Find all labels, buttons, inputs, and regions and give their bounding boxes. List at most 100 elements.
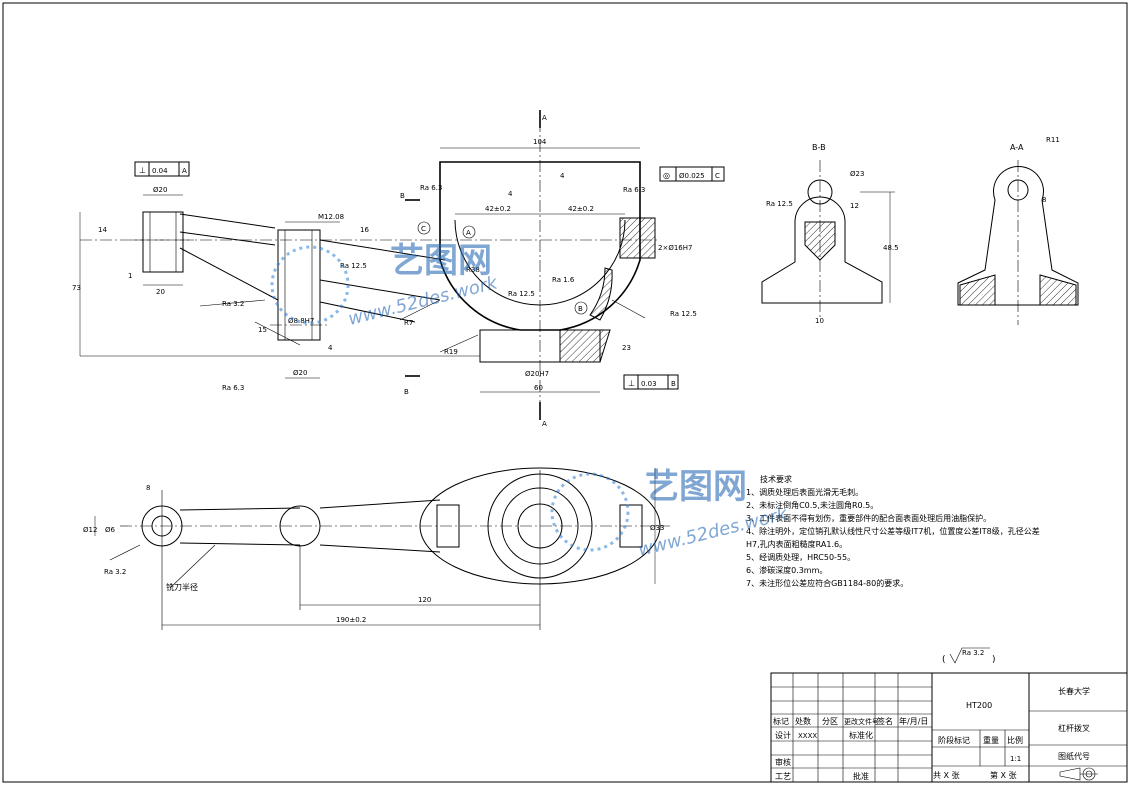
front-view: 104 42±0.2 42±0.2 4 4 Ø20 14 73 20 M12.0… xyxy=(72,110,725,428)
tol-top-left-datum: A xyxy=(182,167,187,175)
top-leaders xyxy=(109,544,216,589)
tech-req-item: 7、未注形位公差应符合GB1184-80的要求。 xyxy=(746,578,908,588)
tol-frame-top-left xyxy=(134,161,190,177)
dim-42a: 42±0.2 xyxy=(485,205,511,213)
top-dim-190-text: 190±0.2 xyxy=(336,616,366,624)
watermark-logo-icon xyxy=(550,472,630,552)
top-dim-12-text: Ø12 xyxy=(83,526,97,534)
roughness-125c: Ra 12.5 xyxy=(340,262,367,270)
tb-header-zone: 分区 xyxy=(822,717,838,726)
tol-frame-top-right xyxy=(659,166,725,182)
aa-outline xyxy=(957,165,1079,306)
section-aa-view: A-A R11 8 xyxy=(957,136,1079,325)
leader-lines xyxy=(199,299,646,353)
roughness-125b: Ra 12.5 xyxy=(670,310,697,318)
dim-4a: 4 xyxy=(508,190,513,198)
roughness-16: Ra 1.6 xyxy=(552,276,575,284)
dim-16: 16 xyxy=(360,226,369,234)
projection-symbol xyxy=(1059,767,1098,781)
tb-header-date: 年/月/日 xyxy=(899,716,928,726)
tech-req-item: H7,孔内表面粗糙度RA1.6。 xyxy=(746,539,847,549)
bb-outline xyxy=(761,196,883,304)
title-block: 标记 处数 分区 更改文件号 签名 年/月/日 设计 XXXX 标准化 审核 工… xyxy=(770,672,1128,783)
tech-req-item: 1、调质处理后表面光滑无毛刺。 xyxy=(746,487,863,497)
tech-req-item: 3、工件表面不得有划伤，重要部件的配合面表面处理后用油脂保护。 xyxy=(746,513,991,523)
cut-a-top-label: A xyxy=(542,114,547,122)
tb-scale: 1:1 xyxy=(1010,755,1021,763)
datum-c-circle xyxy=(417,221,431,235)
section-bb-view: B-B Ø23 12 48.5 10 Ra 12.5 xyxy=(761,143,899,325)
tb-header-change: 更改文件号 xyxy=(844,717,879,726)
technical-requirements: 技术要求 1、调质处理后表面光滑无毛刺。 2、未标注倒角C0.5,未注圆角R0.… xyxy=(746,474,1040,588)
bb-dim-10: 10 xyxy=(815,317,824,325)
arm-edges xyxy=(179,213,279,301)
tb-review: 审核 xyxy=(775,757,791,767)
roughness-symbol xyxy=(949,647,990,664)
datum-b-label: B xyxy=(578,305,583,313)
tb-drawing-code: 图纸代号 xyxy=(1058,751,1090,761)
roughness-63c: Ra 6.3 xyxy=(623,186,645,194)
tb-header-sign: 签名 xyxy=(877,716,893,726)
dim-20b: 20 xyxy=(156,288,165,296)
watermark-brand: 艺图网 xyxy=(645,467,747,507)
top-roughness: Ra 3.2 xyxy=(104,568,126,576)
dim-20h7: Ø20H7 xyxy=(525,370,549,378)
top-dim-33-text: Ø33 xyxy=(650,524,664,532)
tol-frame-bottom xyxy=(623,374,679,390)
tb-design: 设计 xyxy=(775,730,791,740)
hatch-right-boss xyxy=(619,217,656,259)
tech-req-item: 4、除注明外，定位销孔默认线性尺寸公差等级IT7机，位置度公差IT8级，孔径公差 xyxy=(746,526,1040,536)
radius-19: R19 xyxy=(444,348,458,356)
dim-4: 4 xyxy=(328,344,333,352)
aa-title: A-A xyxy=(1010,143,1024,152)
dim-16h7: 2×Ø16H7 xyxy=(658,244,692,252)
aa-dim-r11: R11 xyxy=(1046,136,1060,144)
dim-73: 73 xyxy=(72,284,81,292)
paren-open: ( xyxy=(942,655,946,665)
tb-design-name: XXXX xyxy=(798,732,817,740)
hatch-bottom xyxy=(559,329,611,363)
dim-104: 104 xyxy=(533,138,547,146)
tol-top-left-symbol: ⊥ xyxy=(139,166,146,175)
tb-material: HT200 xyxy=(966,701,992,710)
tb-sheet: 第 X 张 xyxy=(990,770,1017,780)
bb-dim-12: 12 xyxy=(850,202,859,210)
datum-b-circle xyxy=(574,301,588,315)
datum-c-label: C xyxy=(421,225,426,233)
top-dim-6-text: Ø6 xyxy=(105,526,116,534)
paren-close: ) xyxy=(992,655,996,665)
watermark-logo-icon xyxy=(270,245,350,325)
left-boss-inner xyxy=(149,211,177,273)
tol-top-left-value: 0.04 xyxy=(152,167,168,175)
aa-dim-8: 8 xyxy=(1042,196,1046,204)
tb-standard: 标准化 xyxy=(849,730,873,740)
dim-1: 1 xyxy=(128,272,132,280)
arm-edges-right xyxy=(319,239,446,323)
tol-top-right-symbol: ◎ xyxy=(663,171,670,180)
tol-bottom-symbol: ⊥ xyxy=(628,379,635,388)
tech-req-item: 2、未标注倒角C0.5,未注圆角R0.5。 xyxy=(746,500,878,510)
top-cutter-label: 铣刀半径 xyxy=(166,582,198,592)
tb-scale-label: 比例 xyxy=(1007,735,1023,745)
roughness-63a: Ra 6.3 xyxy=(222,384,244,392)
radius-7: R7 xyxy=(404,319,413,327)
aa-hatch-right xyxy=(1039,274,1077,306)
tb-weight: 重量 xyxy=(983,735,999,745)
roughness-63b: Ra 6.3 xyxy=(420,184,442,192)
bb-dim-48-text: 48.5 xyxy=(883,244,899,252)
tb-school: 长春大学 xyxy=(1058,686,1090,696)
cut-a-bottom-label: A xyxy=(542,420,547,428)
tol-bottom-datum: B xyxy=(671,380,676,388)
tb-total: 共 X 张 xyxy=(933,771,960,780)
left-boss xyxy=(142,211,184,273)
tol-top-right-value: Ø0.025 xyxy=(679,172,705,180)
general-roughness-value: Ra 3.2 xyxy=(962,649,984,657)
roughness-125a: Ra 12.5 xyxy=(508,290,535,298)
dim-14: 14 xyxy=(98,226,107,234)
dim-20c: Ø20 xyxy=(293,369,307,377)
tol-bottom-value: 0.03 xyxy=(641,380,657,388)
bb-dim-23: Ø23 xyxy=(850,170,864,178)
tb-rows xyxy=(771,686,932,769)
dim-23: 23 xyxy=(622,344,631,352)
